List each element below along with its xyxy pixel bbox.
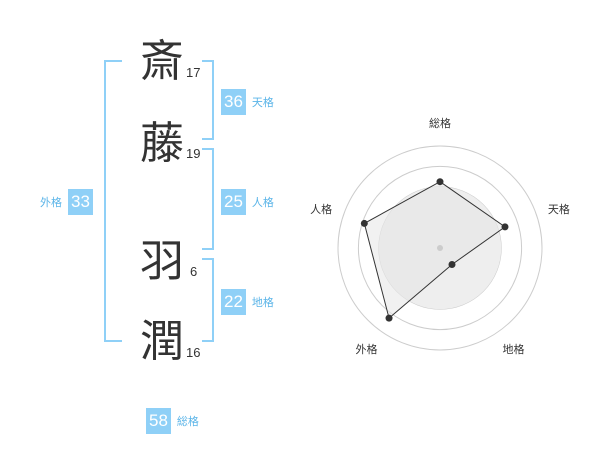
soukaku-badge: 58 総格 xyxy=(146,408,199,434)
tenkaku-bracket xyxy=(202,60,214,140)
soukaku-value: 58 xyxy=(146,408,171,434)
tenkaku-value: 36 xyxy=(221,89,246,115)
tenkaku-label: 天格 xyxy=(251,96,274,109)
jinkaku-bracket xyxy=(202,148,214,250)
name-char-2-strokes: 19 xyxy=(186,146,201,161)
radar-axis-label-3: 地格 xyxy=(502,343,525,357)
chikaku-bracket xyxy=(202,258,214,342)
radar-ring xyxy=(337,145,543,351)
radar-point-3 xyxy=(448,261,456,269)
radar-axis-label-2: 天格 xyxy=(547,203,570,217)
gaikaku-badge: 外格 33 xyxy=(40,189,93,215)
jinkaku-value: 25 xyxy=(221,189,246,215)
radar-center-dot xyxy=(437,245,443,251)
name-char-3-strokes: 6 xyxy=(190,264,198,279)
radar-axis-label-4: 外格 xyxy=(355,343,378,357)
name-char-1: 斎 xyxy=(140,36,184,87)
chikaku-value: 22 xyxy=(221,289,246,315)
radar-point-5 xyxy=(360,219,368,227)
gaikaku-bracket xyxy=(104,60,122,342)
soukaku-label: 総格 xyxy=(176,415,199,428)
radar-axis-label-5: 人格 xyxy=(310,203,333,217)
radar-polygon xyxy=(363,181,506,320)
name-char-3: 羽 xyxy=(140,236,184,287)
tenkaku-badge: 36 天格 xyxy=(221,89,274,115)
gaikaku-label: 外格 xyxy=(40,196,62,209)
jinkaku-label: 人格 xyxy=(251,196,274,209)
radar-axis-label-1: 総格 xyxy=(429,117,451,130)
radar-point-4 xyxy=(385,314,393,322)
name-char-4: 潤 xyxy=(140,316,184,367)
radar-point-2 xyxy=(501,223,509,231)
gaikaku-value: 33 xyxy=(68,189,93,215)
name-char-1-strokes: 17 xyxy=(186,65,201,80)
jinkaku-badge: 25 人格 xyxy=(221,189,274,215)
radar-point-1 xyxy=(436,178,444,186)
name-char-2: 藤 xyxy=(140,118,184,169)
chikaku-badge: 22 地格 xyxy=(221,289,274,315)
chikaku-label: 地格 xyxy=(251,296,274,309)
radar-ring xyxy=(357,165,523,331)
name-char-4-strokes: 16 xyxy=(186,345,201,360)
